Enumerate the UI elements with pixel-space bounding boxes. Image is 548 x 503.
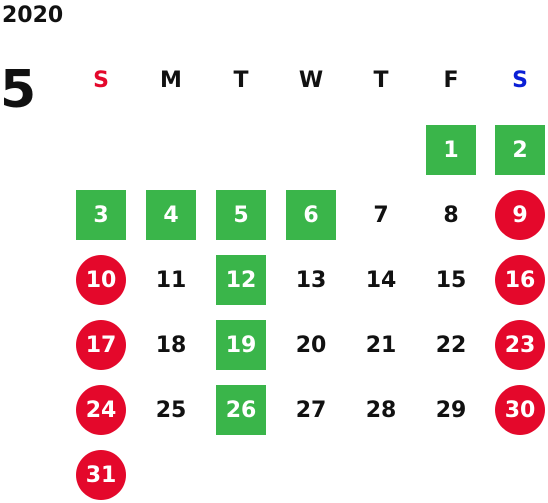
- day-cell-30[interactable]: 30: [495, 385, 545, 435]
- day-cell-27[interactable]: 27: [295, 397, 327, 423]
- day-cell-31[interactable]: 31: [76, 450, 126, 500]
- weekday-header-mon: M: [160, 67, 182, 93]
- weekday-header-wed: W: [298, 67, 324, 93]
- day-cell-13[interactable]: 13: [295, 267, 327, 293]
- day-cell-24[interactable]: 24: [76, 385, 126, 435]
- weekday-header-tue: T: [233, 67, 249, 93]
- day-cell-29[interactable]: 29: [435, 397, 467, 423]
- day-cell-20[interactable]: 20: [295, 332, 327, 358]
- year-label: 2020: [2, 3, 64, 28]
- weekday-header-sun: S: [93, 67, 109, 93]
- month-label: 5: [0, 60, 37, 120]
- day-cell-21[interactable]: 21: [365, 332, 397, 358]
- day-cell-11[interactable]: 11: [155, 267, 187, 293]
- day-cell-7[interactable]: 7: [373, 202, 389, 228]
- day-cell-16[interactable]: 16: [495, 255, 545, 305]
- day-cell-15[interactable]: 15: [435, 267, 467, 293]
- day-cell-5[interactable]: 5: [216, 190, 266, 240]
- day-cell-3[interactable]: 3: [76, 190, 126, 240]
- day-cell-23[interactable]: 23: [495, 320, 545, 370]
- day-cell-12[interactable]: 12: [216, 255, 266, 305]
- day-cell-6[interactable]: 6: [286, 190, 336, 240]
- day-cell-1[interactable]: 1: [426, 125, 476, 175]
- day-cell-10[interactable]: 10: [76, 255, 126, 305]
- weekday-header-sat: S: [512, 67, 528, 93]
- day-cell-9[interactable]: 9: [495, 190, 545, 240]
- day-cell-4[interactable]: 4: [146, 190, 196, 240]
- day-cell-19[interactable]: 19: [216, 320, 266, 370]
- day-cell-17[interactable]: 17: [76, 320, 126, 370]
- weekday-header-fri: F: [443, 67, 459, 93]
- day-cell-18[interactable]: 18: [155, 332, 187, 358]
- weekday-header-thu: T: [373, 67, 389, 93]
- day-cell-8[interactable]: 8: [443, 202, 459, 228]
- day-cell-2[interactable]: 2: [495, 125, 545, 175]
- day-cell-26[interactable]: 26: [216, 385, 266, 435]
- day-cell-25[interactable]: 25: [155, 397, 187, 423]
- day-cell-22[interactable]: 22: [435, 332, 467, 358]
- day-cell-28[interactable]: 28: [365, 397, 397, 423]
- day-cell-14[interactable]: 14: [365, 267, 397, 293]
